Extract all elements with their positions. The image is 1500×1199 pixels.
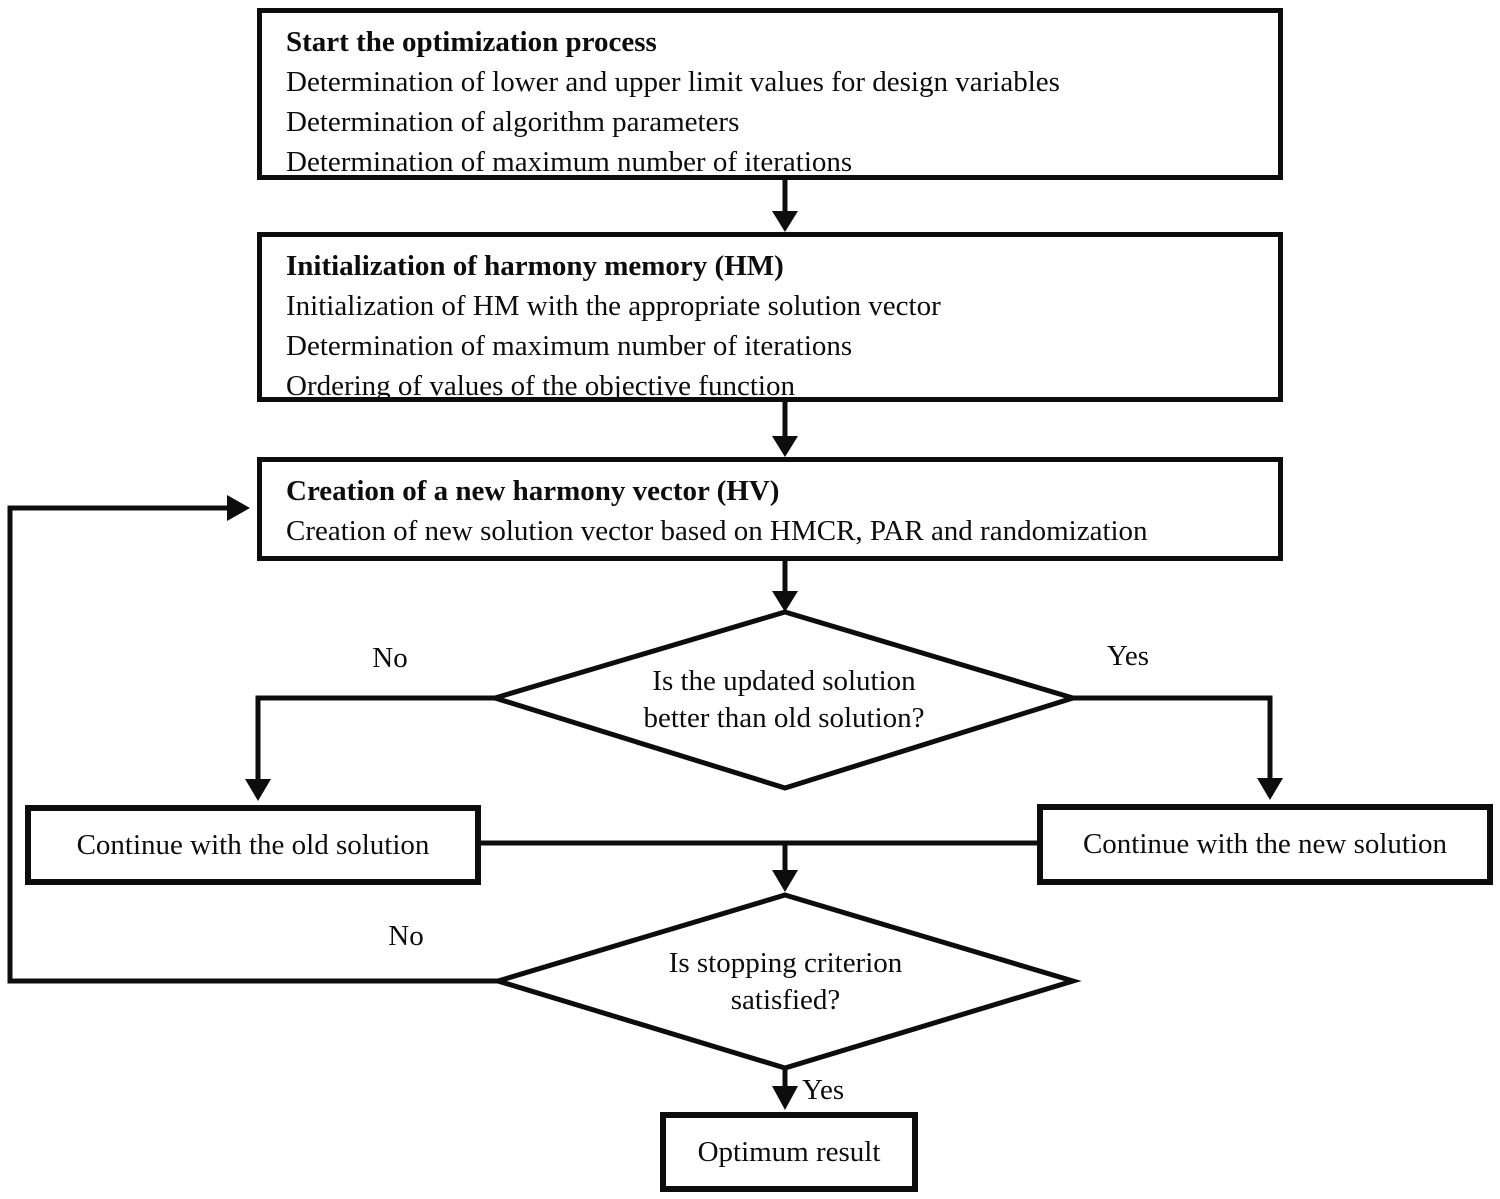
process-start-heading: Start the optimization process bbox=[286, 26, 657, 58]
process-start-line-2: Determination of algorithm parameters bbox=[286, 106, 740, 138]
process-continue-old-label: Continue with the old solution bbox=[76, 828, 430, 861]
process-create-heading: Creation of a new harmony vector (HV) bbox=[286, 475, 780, 507]
edge-label-better-yes: Yes bbox=[1106, 640, 1150, 672]
arrowhead-stopping-yes bbox=[772, 1086, 798, 1110]
process-continue-old: Continue with the old solution bbox=[25, 805, 481, 885]
edge-better-no bbox=[255, 695, 495, 781]
edge-label-stopping-yes: Yes bbox=[802, 1074, 845, 1106]
arrowhead-better-no bbox=[245, 779, 271, 801]
process-start: Start the optimization process Determina… bbox=[257, 8, 1283, 180]
arrowhead-stopping-no-loop bbox=[227, 495, 250, 521]
process-create-line-1: Creation of new solution vector based on… bbox=[286, 515, 1148, 547]
arrowhead-create-to-decision bbox=[772, 591, 798, 612]
edge-stopping-no-loop bbox=[7, 505, 498, 984]
process-continue-new: Continue with the new solution bbox=[1037, 804, 1493, 885]
arrowhead-init-to-create bbox=[772, 436, 798, 457]
decision-stopping-shape bbox=[489, 892, 1082, 1071]
process-init-line-2: Determination of maximum number of itera… bbox=[286, 330, 853, 362]
process-init-line-3: Ordering of values of the objective func… bbox=[286, 370, 795, 402]
process-init-heading: Initialization of harmony memory (HM) bbox=[286, 250, 784, 282]
edge-label-stopping-no: No bbox=[388, 920, 424, 952]
arrowhead-start-to-init bbox=[772, 211, 798, 232]
arrowhead-better-yes bbox=[1257, 778, 1283, 800]
edge-label-better-no: No bbox=[372, 642, 408, 674]
process-optimum-result-label: Optimum result bbox=[697, 1135, 881, 1168]
process-init: Initialization of harmony memory (HM) In… bbox=[257, 232, 1283, 402]
process-create: Creation of a new harmony vector (HV) Cr… bbox=[257, 457, 1283, 561]
arrowhead-join-to-stopping bbox=[772, 870, 798, 892]
decision-updated-better-shape bbox=[486, 609, 1082, 791]
process-start-line-1: Determination of lower and upper limit v… bbox=[286, 66, 1060, 98]
edge-better-yes bbox=[1073, 695, 1273, 780]
process-init-line-1: Initialization of HM with the appropriat… bbox=[286, 290, 941, 322]
process-start-line-3: Determination of maximum number of itera… bbox=[286, 146, 853, 178]
process-optimum-result: Optimum result bbox=[660, 1112, 918, 1192]
process-continue-new-label: Continue with the new solution bbox=[1082, 828, 1448, 860]
